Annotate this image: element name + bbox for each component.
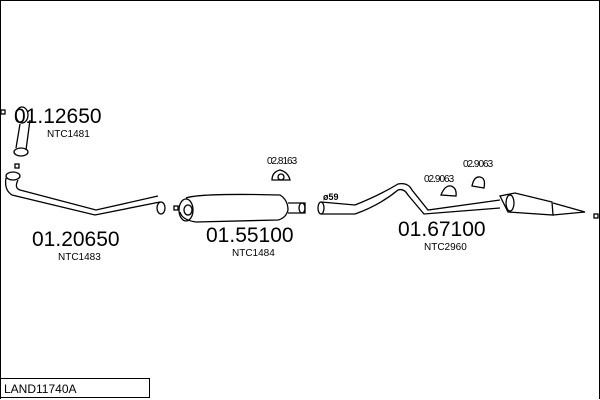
intermediate-pipe-01-20650 <box>4 171 166 216</box>
part-ref: NTC2960 <box>424 242 467 253</box>
diameter-label: ø59 <box>323 192 339 202</box>
part-number: 01.67100 <box>398 218 486 241</box>
part-ref: NTC1483 <box>58 252 101 263</box>
mounts-02-9063 <box>440 176 486 197</box>
diagram-id: LAND11740A <box>0 378 150 398</box>
middle-silencer-01-55100 <box>173 193 306 223</box>
part-number: 01.12650 <box>14 105 102 128</box>
rear-silencer-01-67100 <box>317 182 599 219</box>
part-ref: NTC1481 <box>47 129 90 140</box>
mount-02-8163 <box>271 169 291 181</box>
mount-number: 02.9063 <box>424 174 454 185</box>
front-pipe-01-12650 <box>0 106 31 169</box>
mount-number: 02.8163 <box>267 156 297 167</box>
part-number: 01.20650 <box>32 228 120 251</box>
part-ref: NTC1484 <box>232 248 275 259</box>
part-number: 01.55100 <box>206 224 294 247</box>
mount-number: 02.9063 <box>463 159 493 170</box>
